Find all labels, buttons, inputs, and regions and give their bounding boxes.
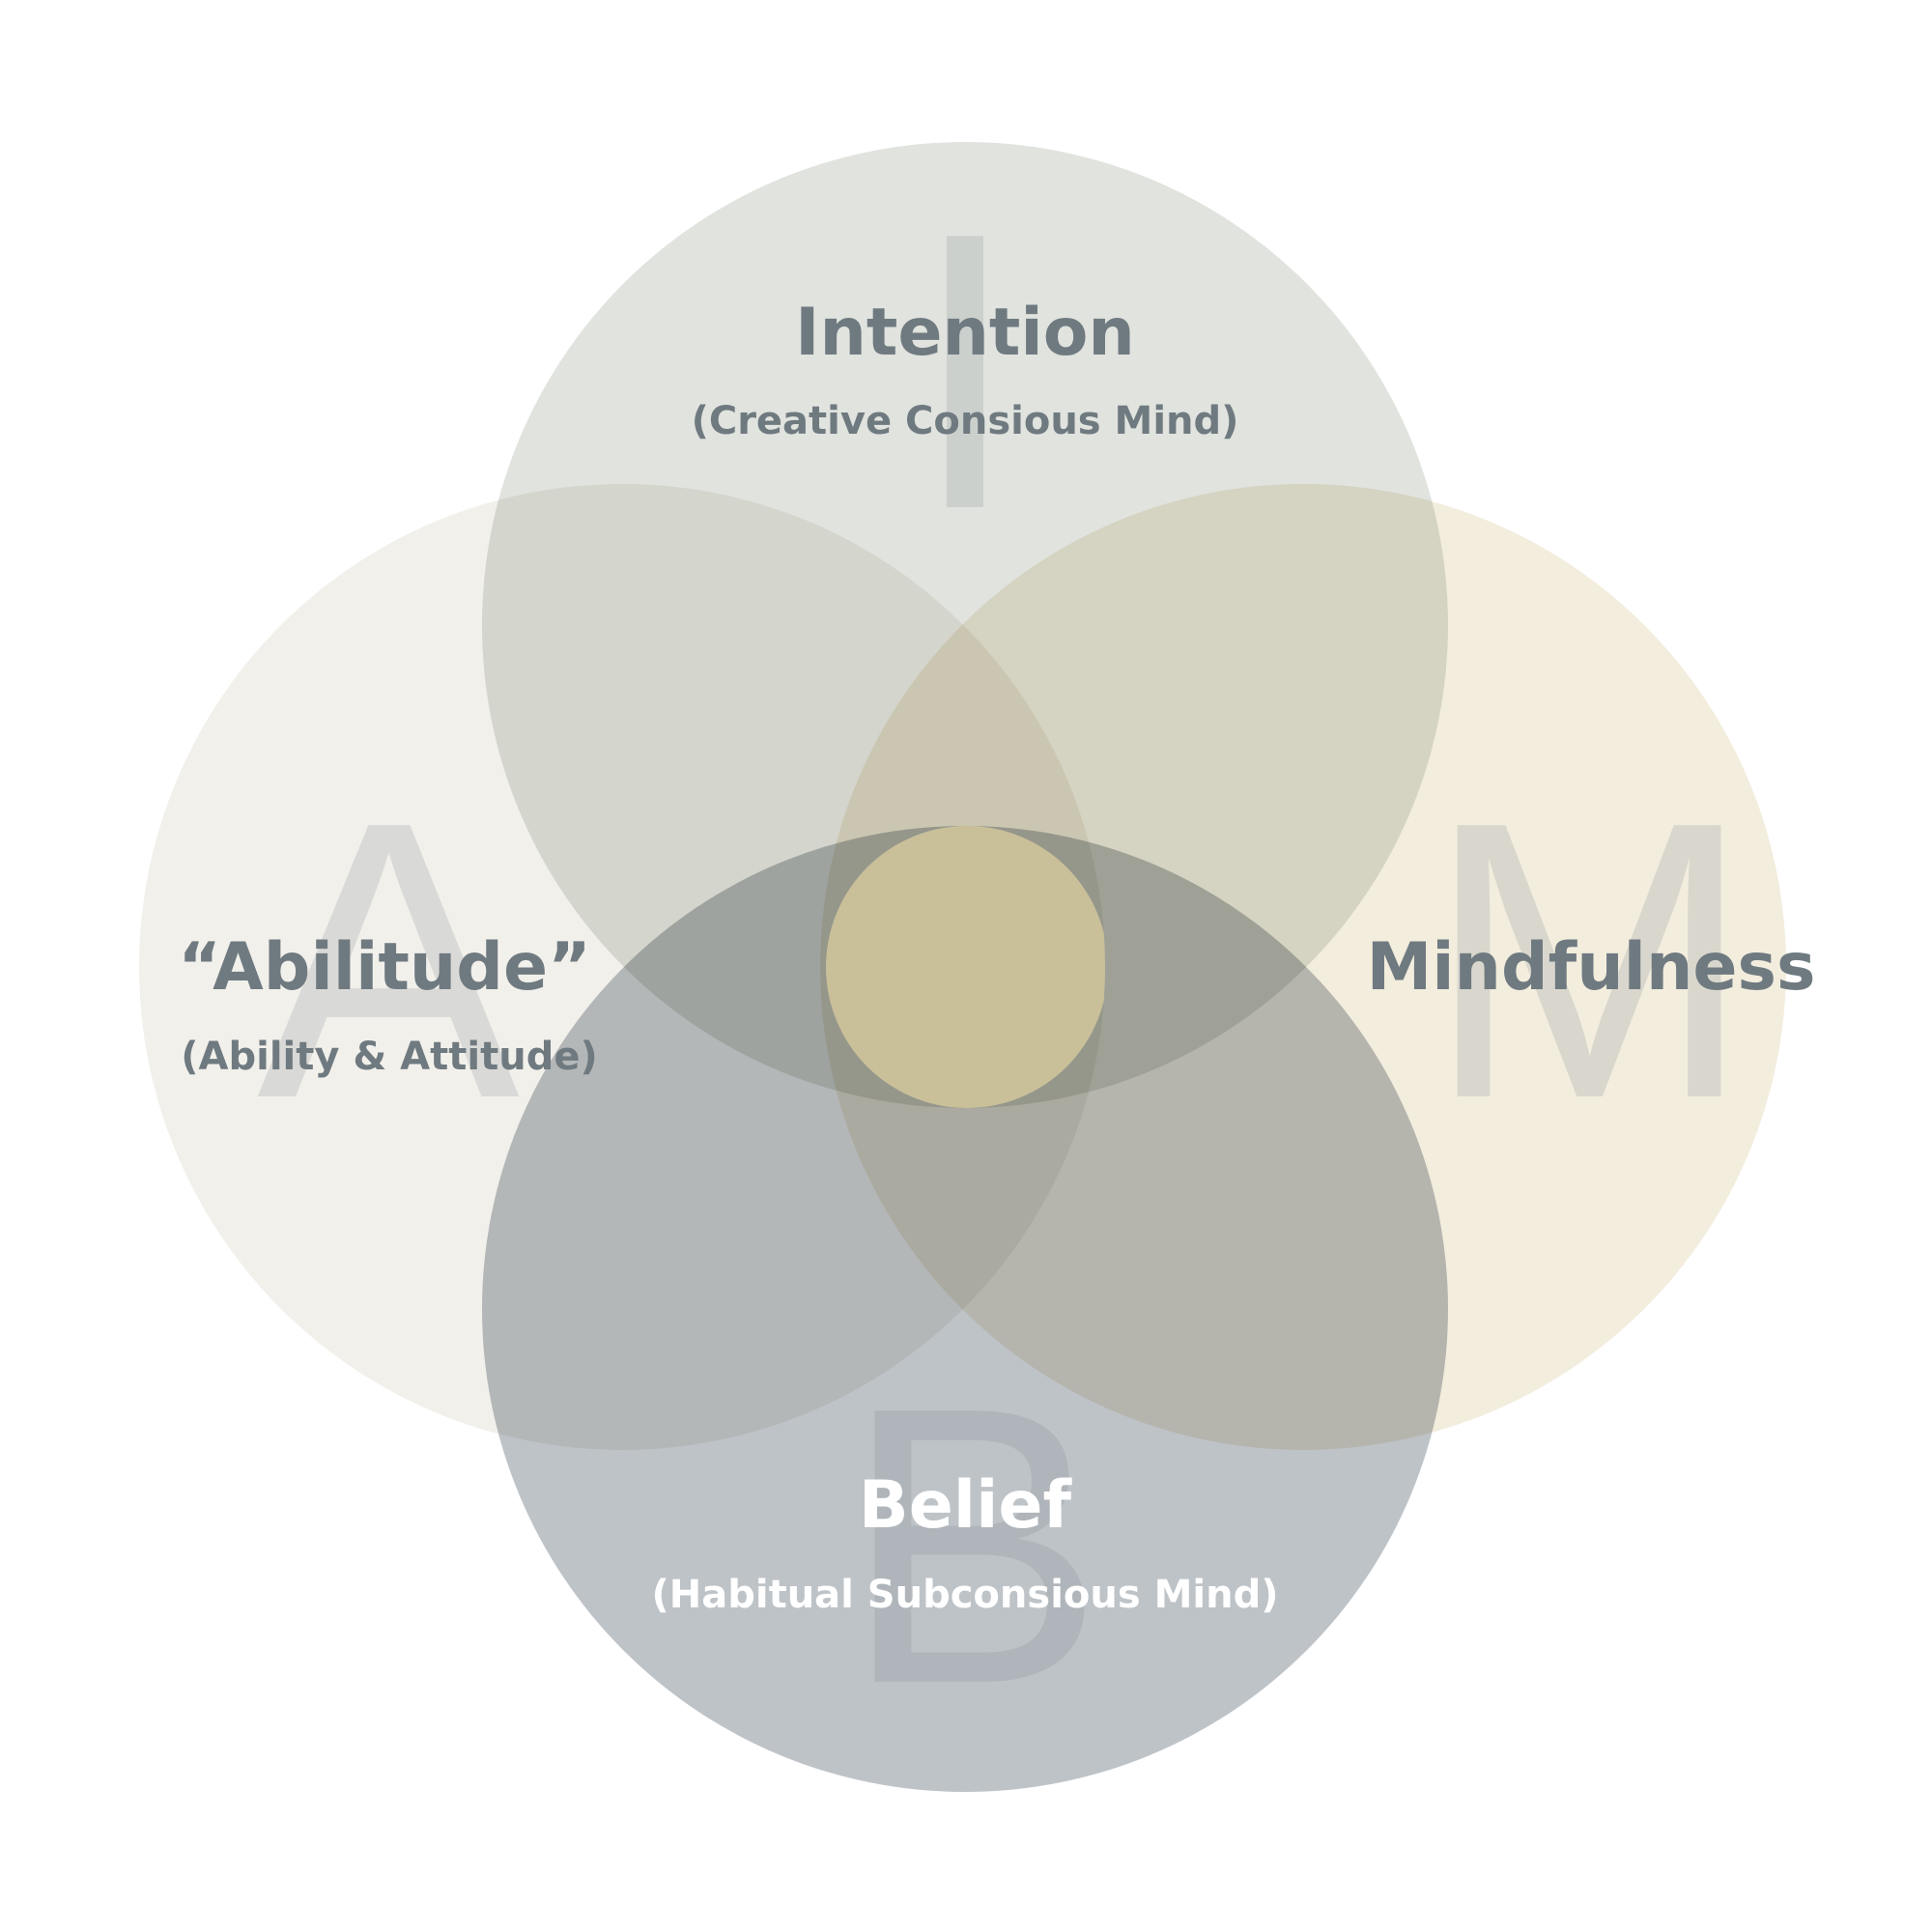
belief-subtitle: (Habitual Subconsious Mind)	[651, 1573, 1278, 1617]
mindfulness-title: Mindfulness	[1367, 929, 1816, 1006]
letter-i: I	[910, 152, 1019, 591]
letter-a: A	[257, 741, 522, 1180]
intention-title: Intention	[795, 295, 1135, 371]
belief-title: Belief	[859, 1467, 1073, 1544]
circle-belief	[482, 826, 1448, 1792]
abilitude-title: “Abilitude”	[178, 929, 591, 1006]
circle-intention	[482, 142, 1448, 1108]
letter-m: M	[1425, 741, 1753, 1180]
abilitude-subtitle: (Ability & Attitude)	[181, 1035, 597, 1079]
circles	[139, 142, 1786, 1792]
intention-subtitle: (Creative Consious Mind)	[692, 399, 1239, 443]
center-overlap	[826, 826, 1105, 1108]
letter-b: B	[842, 1326, 1105, 1766]
